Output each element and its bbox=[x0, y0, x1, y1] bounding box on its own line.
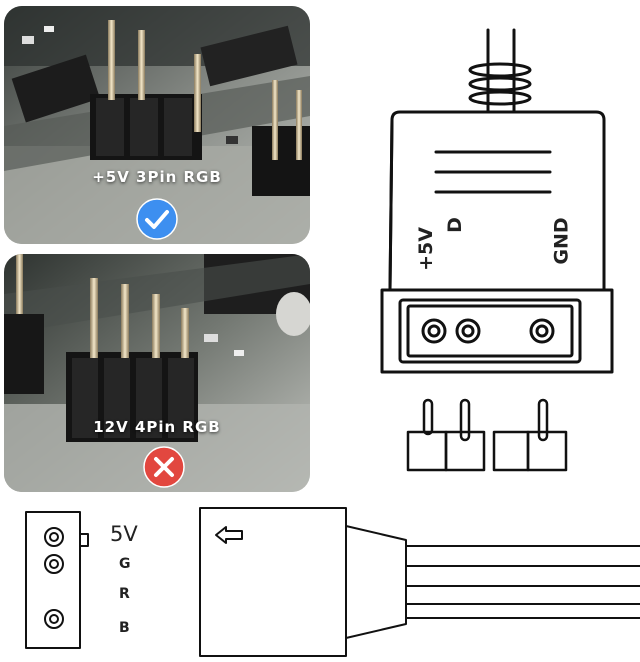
label-pin-d: D bbox=[443, 217, 466, 233]
photo-12v-4pin-header: 12V 4Pin RGB bbox=[4, 254, 310, 492]
checkmark-icon bbox=[136, 198, 178, 240]
label-r: R bbox=[119, 586, 130, 602]
label-12v-4pin-rgb: 12V 4Pin RGB bbox=[93, 418, 221, 436]
label-b: B bbox=[119, 620, 130, 636]
photo-5v-3pin-header: +5V 3Pin RGB bbox=[4, 6, 310, 244]
connector-socket bbox=[380, 288, 614, 374]
cross-icon bbox=[143, 446, 185, 488]
label-5v: 5V bbox=[110, 522, 138, 546]
label-pin-5v: +5V bbox=[414, 227, 437, 271]
label-g: G bbox=[119, 556, 131, 572]
connector-housing bbox=[388, 110, 606, 292]
label-pin-gnd: GND bbox=[550, 217, 573, 265]
header-4pin-drawing bbox=[406, 398, 568, 472]
label-5v-3pin-rgb: +5V 3Pin RGB bbox=[92, 168, 222, 186]
